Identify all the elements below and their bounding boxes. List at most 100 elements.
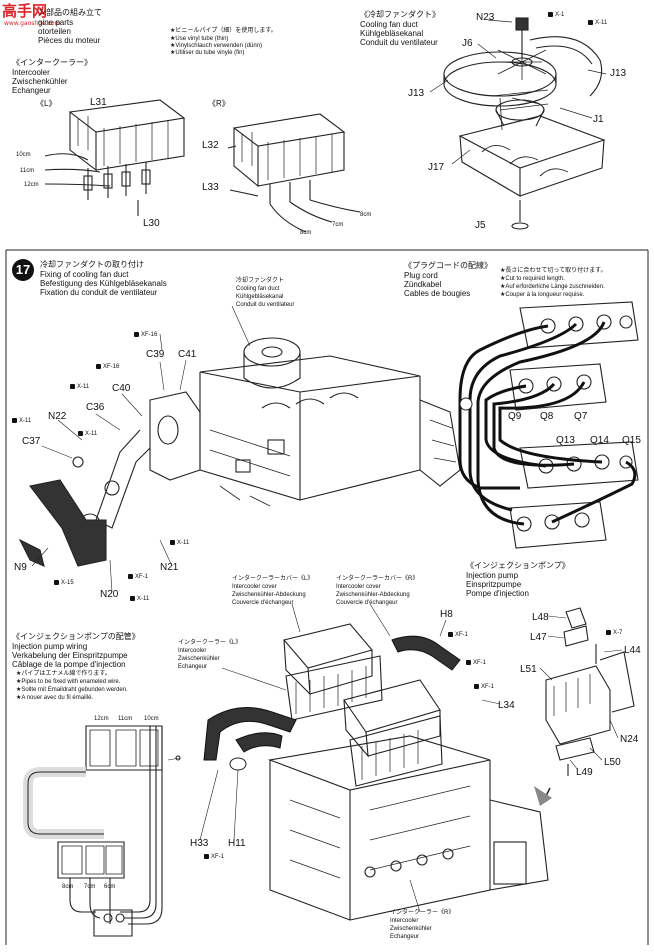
wiring-note-3: ★A nouer avec du fil émaillé.	[16, 695, 94, 701]
part-L51: L51	[520, 664, 537, 675]
wiring-length-11cm: 11cm	[118, 716, 133, 722]
wiring-length-12cm: 12cm	[94, 716, 109, 722]
pump-title-0: 《インジェクションポンプ》	[466, 561, 570, 570]
plug-cord-title-0: 《プラグコードの配線》	[404, 261, 492, 270]
x-mark-XF1-c: XF-1	[474, 684, 494, 691]
length-r-8cm-a: 8cm	[300, 230, 312, 236]
part-C36: C36	[86, 402, 105, 413]
wiring-title-1: Injection pump wiring	[12, 642, 88, 651]
wiring-title-2: Verkabelung der Einspritzpumpe	[12, 651, 128, 660]
x-mark-X11-b: X-11	[12, 418, 31, 425]
part-L31: L31	[90, 97, 107, 108]
header-line-3: Pièces du moteur	[38, 36, 101, 45]
duct-label-2: Kühlgebläsekanal	[236, 294, 284, 300]
part-J6: J6	[462, 38, 473, 49]
x-mark-XF16-a: XF-16	[134, 332, 157, 339]
intercooler-line-1: Zwischenkühler	[12, 77, 68, 86]
vinyl-note-0: ★ビニールパイプ（細）を使用します。	[170, 28, 277, 34]
part-J5: J5	[475, 220, 486, 231]
x-mark-X11-d: X-11	[170, 540, 189, 547]
wiring-note-2: ★Sollte mit Emaildraht gebunden werden.	[16, 687, 128, 693]
part-H8: H8	[440, 609, 453, 620]
part-N9: N9	[14, 562, 27, 573]
right-side-label: 《R》	[208, 99, 230, 108]
cover-right-1: Intercooler cover	[336, 584, 381, 590]
part-L34: L34	[498, 700, 515, 711]
cover-left-3: Couvercle d'échangeur	[232, 600, 294, 606]
part-N22: N22	[48, 411, 67, 422]
header-line-0: ン部品の組み立て	[38, 8, 102, 17]
cover-left-1: Intercooler cover	[232, 584, 277, 590]
duct-label-0: 冷却ファンダクト	[236, 278, 285, 284]
wiring-title-3: Câblage de la pompe d'injection	[12, 660, 126, 669]
cooler-left-0: インタークーラー《L》	[178, 640, 242, 646]
intercooler-line-2: Echangeur	[12, 86, 51, 95]
x-mark-X7: X-7	[606, 630, 622, 637]
header-line-2: otorteilen	[38, 27, 71, 36]
x-mark-X11-e: X-11	[130, 596, 149, 603]
part-Q9: Q9	[508, 411, 522, 422]
part-L30: L30	[143, 218, 160, 229]
part-J17: J17	[428, 162, 445, 173]
length-r-8cm-b: 8cm	[360, 212, 372, 218]
part-Q15: Q15	[622, 435, 641, 446]
step17-title-1: Fixing of cooling fan duct	[40, 270, 129, 279]
x-mark-XF1-a: XF-1	[448, 632, 468, 639]
plug-cord-note-2: ★Auf erforderliche Länge zuschneiden.	[500, 284, 605, 290]
length-11cm: 11cm	[20, 168, 35, 174]
duct-label-3: Conduit du ventilateur	[236, 302, 295, 308]
left-side-label: 《L》	[36, 99, 57, 108]
cover-left-0: インタークーラーカバー《L》	[232, 576, 314, 582]
part-Q13: Q13	[556, 435, 575, 446]
cooler-left-3: Echangeur	[178, 664, 208, 670]
wiring-note-1: ★Pipes to be fixed with enameled wire.	[16, 679, 121, 685]
cooler-left-2: Zwischenkühler	[178, 656, 220, 662]
part-L50: L50	[604, 757, 621, 768]
duct-label-1: Cooling fan duct	[236, 286, 280, 292]
cover-right-3: Couvercle d'échangeur	[336, 600, 398, 606]
part-Q14: Q14	[590, 435, 609, 446]
part-Q7: Q7	[574, 411, 588, 422]
pump-title-1: Injection pump	[466, 571, 519, 580]
watermark-logo: 高手网	[2, 2, 48, 20]
vinyl-note-2: ★Vinylschlauch verwenden (dünn)	[170, 43, 262, 49]
cooler-right-1: Intercooler	[390, 918, 419, 924]
part-L33: L33	[202, 182, 219, 193]
plug-cord-title-3: Cables de bougies	[404, 289, 471, 298]
step-number: 17	[12, 259, 34, 281]
x-mark-XF1-d: XF-1	[204, 854, 224, 861]
intercooler-title: 《インタークーラー》	[12, 58, 92, 67]
intercooler-line-0: Intercooler	[12, 68, 50, 77]
part-N21: N21	[160, 562, 179, 573]
plug-cord-title-2: Zündkabel	[404, 280, 442, 289]
part-C40: C40	[112, 383, 131, 394]
part-C37: C37	[22, 436, 41, 447]
x-mark-XF16-b: XF-16	[96, 364, 119, 371]
vinyl-note-1: ★Use vinyl tube (thin)	[170, 36, 229, 42]
plug-cord-note-1: ★Cut to required length.	[500, 276, 565, 282]
cover-right-2: Zwischenkühler-Abdeckung	[336, 592, 410, 598]
plug-cord-title-1: Plug cord	[404, 271, 438, 280]
cooler-left-1: Intercooler	[178, 648, 207, 654]
wiring-title-0: 《インジェクションポンプの配管》	[12, 632, 140, 641]
step17-title-2: Befestigung des Kühlgebläsekanals	[40, 279, 167, 288]
part-Q8: Q8	[540, 411, 554, 422]
part-H11: H11	[228, 838, 246, 849]
plug-cord-note-3: ★Couper à la longueur requise.	[500, 292, 585, 298]
cooler-right-0: インタークーラー《R》	[390, 910, 455, 916]
cooler-right-3: Echangeur	[390, 934, 420, 940]
fan-duct-title-1: Cooling fan duct	[360, 20, 418, 29]
part-C39: C39	[146, 349, 165, 360]
cooler-right-2: Zwischenkühler	[390, 926, 432, 932]
length-r-7cm: 7cm	[332, 222, 344, 228]
part-J13-right: J13	[610, 68, 627, 79]
wiring-length-10cm: 10cm	[144, 716, 159, 722]
part-L48: L48	[532, 612, 549, 623]
fan-duct-title-3: Conduit du ventilateur	[360, 38, 438, 47]
part-L47: L47	[530, 632, 547, 643]
part-N20: N20	[100, 589, 119, 600]
length-12cm: 12cm	[24, 182, 39, 188]
